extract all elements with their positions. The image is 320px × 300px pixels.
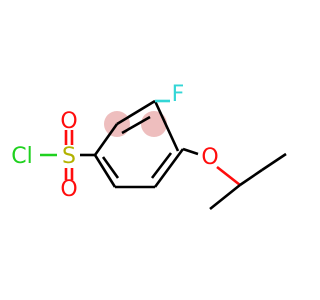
atom-label-o-ether: O bbox=[201, 145, 218, 170]
atom-label-f: F bbox=[172, 82, 185, 107]
ring-bond-c5-c6 bbox=[93, 154, 117, 188]
atom-label-s: S bbox=[62, 144, 76, 169]
ring-double-bond-inner-a bbox=[121, 115, 151, 135]
atom-label-cl: Cl bbox=[11, 144, 32, 169]
bond-c-o-ether bbox=[182, 147, 199, 156]
atom-label-o-top: O bbox=[60, 109, 77, 134]
bond-o-ch bbox=[216, 165, 241, 187]
bond-ch2-ch3 bbox=[261, 152, 287, 172]
ring-bond-c3-c4 bbox=[153, 148, 185, 188]
bond-ch-ch3 bbox=[209, 183, 241, 211]
ring-bond-c2-c3 bbox=[153, 100, 180, 152]
ring-double-bond-inner-c bbox=[101, 156, 120, 179]
atom-label-o-bottom: O bbox=[60, 177, 77, 202]
ring-bond-c6-c1 bbox=[93, 123, 119, 156]
molecule-structure: Cl S O O F O bbox=[11, 82, 287, 211]
bond-layer bbox=[40, 99, 287, 211]
ring-double-bond-inner-b bbox=[150, 152, 173, 179]
ring-bond-c1-c2 bbox=[116, 99, 156, 126]
bond-ch-ch2 bbox=[239, 168, 263, 187]
atom-label-layer: Cl S O O F O bbox=[11, 82, 218, 202]
